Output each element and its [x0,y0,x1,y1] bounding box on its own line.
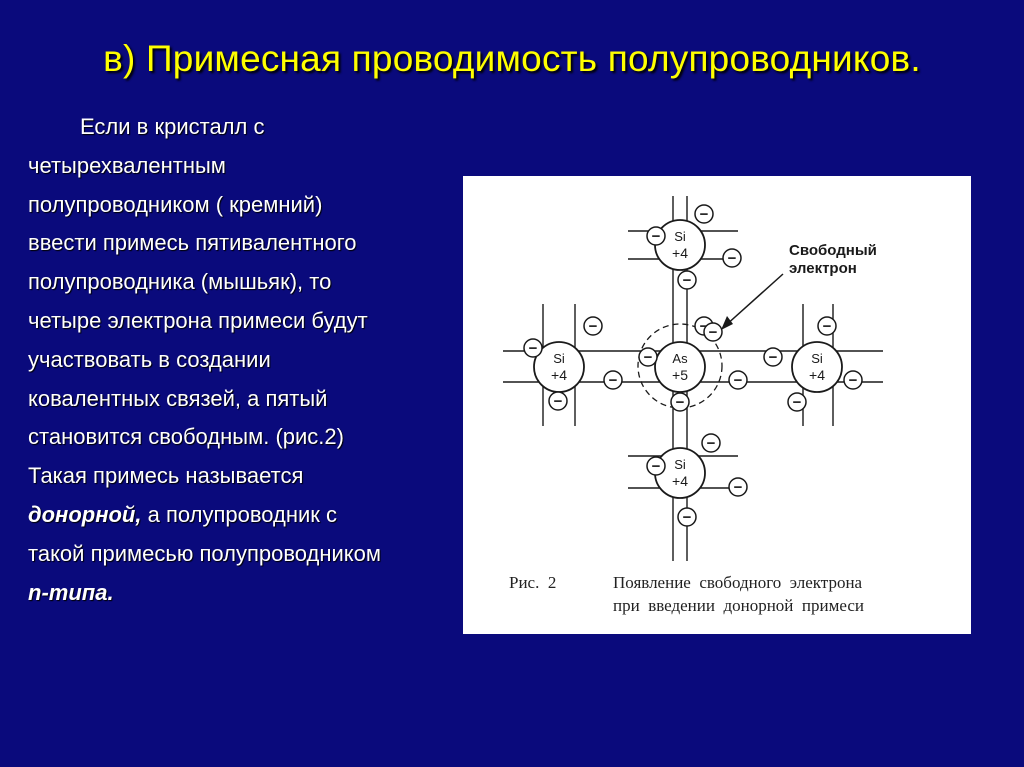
text-line: такой примесью полупроводником [28,540,382,566]
caption-number: Рис. 2 [509,573,557,592]
si-atom-right [791,341,843,393]
free-electron [703,322,723,342]
free-electron-label-line2: электрон [789,260,857,277]
lattice-diagram: Si+4Si+4As+5Si+4Si+4−−−−−−−−−−−−−−−−−−−−… [503,196,883,561]
text-line: Такая примесь называется [28,463,304,489]
electron-sign: − [683,509,692,526]
electron-sign: − [529,340,538,357]
atom-symbol: Si [553,351,565,366]
electron-sign: − [849,372,858,389]
electron [701,433,721,453]
electron-sign: − [823,318,832,335]
atom-charge: +5 [672,367,688,383]
n-type-term: n-типа. [28,579,114,605]
text-line: становится свободным. (рис.2) [28,424,344,450]
electron [694,204,714,224]
electron [728,477,748,497]
electron-sign: − [793,394,802,411]
electron-sign: − [707,435,716,452]
electron-sign: − [554,393,563,410]
electron [548,391,568,411]
text-line: Если в кристалл с [80,114,265,139]
electron [677,507,697,527]
electron [646,226,666,246]
electron [677,270,697,290]
electron-sign: − [700,318,709,335]
atom-charge: +4 [809,367,825,383]
electron [787,392,807,412]
text-line: четырехвалентным [28,152,226,178]
electron [670,392,690,412]
free-electron-label-line1: Свободный [789,242,877,259]
text-line: донорной, а полупроводник с [28,496,458,535]
atom-symbol: Si [674,457,686,472]
body-text: Если в кристалл с четырехвалентным полуп… [28,108,458,612]
as-atom-center [654,341,706,393]
free-electron-sign: − [709,324,718,341]
atom-charge: +4 [672,473,688,489]
atom-symbol: As [672,351,688,366]
text-line: ввести примесь пятивалентного [28,230,357,256]
text-line: участвовать в создании [28,346,271,372]
donor-term: донорной, [28,501,142,527]
atom-charge: +4 [672,245,688,261]
electron [603,370,623,390]
electron-sign: − [734,479,743,496]
electron [843,370,863,390]
slide-title: в) Примесная проводимость полупроводнико… [103,38,921,79]
electron-sign: − [728,250,737,267]
text-fragment: а полупроводник с [141,501,338,527]
electron [728,370,748,390]
text-line: полупроводника (мышьяк), то [28,269,332,295]
electron [763,347,783,367]
free-electron-arrowhead [721,316,733,330]
electron-sign: − [700,206,709,223]
electron [722,248,742,268]
atom-symbol: Si [674,229,686,244]
caption-line1: Появление свободного электрона [613,573,863,592]
electron-sign: − [609,372,618,389]
free-electron-label: Свободный электрон [789,242,877,278]
electron [583,316,603,336]
electron-sign: − [644,349,653,366]
text-line: полупроводником ( кремний) [28,191,323,217]
atom-charge: +4 [551,367,567,383]
electron-sign: − [652,228,661,245]
text-line: ковалентных связей, а пятый [28,385,328,411]
atom-symbol: Si [811,351,823,366]
electron [523,338,543,358]
electron-sign: − [734,372,743,389]
free-electron-arrow [724,273,784,327]
electron-sign: − [683,272,692,289]
electron [646,456,666,476]
caption-line2: при введении донорной примеси [613,596,864,615]
electron-sign: − [589,318,598,335]
text-line: четыре электрона примеси будут [28,307,368,333]
electron [638,347,658,367]
electron [817,316,837,336]
electron-sign: − [769,349,778,366]
electron-sign: − [652,458,661,475]
electron-sign: − [676,394,685,411]
